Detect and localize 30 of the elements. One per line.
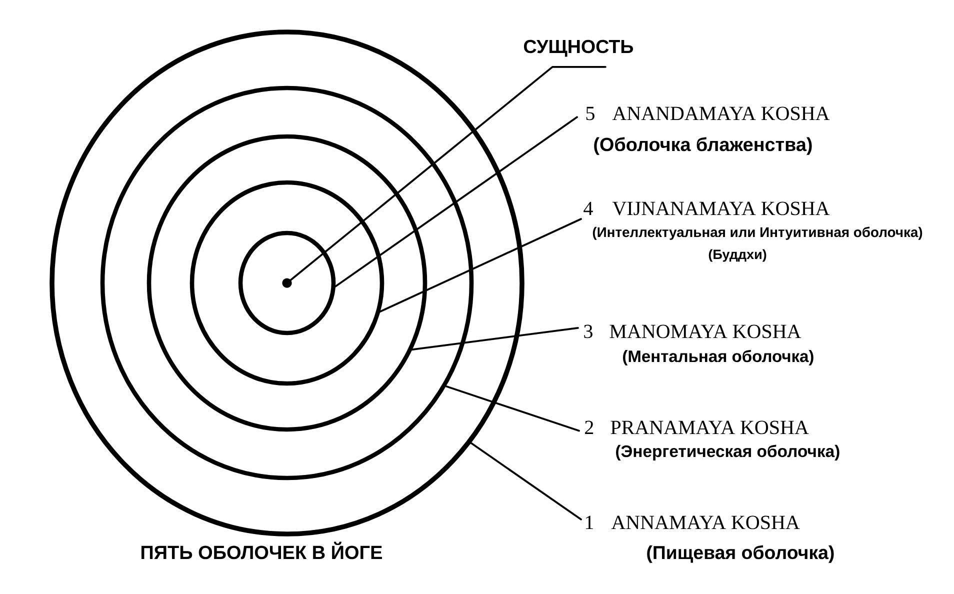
figure-caption: ПЯТЬ ОБОЛОЧЕК В ЙОГЕ [141,542,382,560]
callout-number: 5 [586,106,594,120]
leader-line [411,327,579,351]
ring [238,230,336,336]
leader-line [470,442,582,520]
sheath-name: VIJNANAMAYA KOSHA [612,202,830,216]
leader-line [445,385,580,432]
ring [50,30,524,536]
translation-text: (Буддхи) [708,249,766,262]
translation-text: (Интеллектуальная или Интуитивная оболочка) [592,226,922,240]
sheath-name: MANOMAYA KOSHA [610,324,802,338]
callout-number: 3 [584,324,592,338]
callout-number: 1 [586,516,593,529]
translation-text: (Оболочка блаженства) [594,137,812,155]
translation-text: (Пищевая оболочка) [647,545,834,563]
center-label: СУЩНОСТЬ [524,40,634,57]
ring [190,180,384,386]
sheath-name: ANANDAMAYA KOSHA [612,106,830,120]
callout-number: 2 [585,420,594,434]
leader-line [290,66,606,281]
translation-text: (Энергетическая оболочка) [616,444,840,460]
ring [100,86,474,480]
leader-line [334,116,578,288]
center-dot [282,278,292,288]
sheath-name: ANNAMAYA KOSHA [611,516,800,530]
leader-line [379,218,582,312]
translation-text: (Ментальная оболочка) [623,350,814,366]
ring [146,134,428,432]
sheath-name: PRANAMAYA KOSHA [610,420,809,434]
callout-number: 4 [584,202,593,215]
